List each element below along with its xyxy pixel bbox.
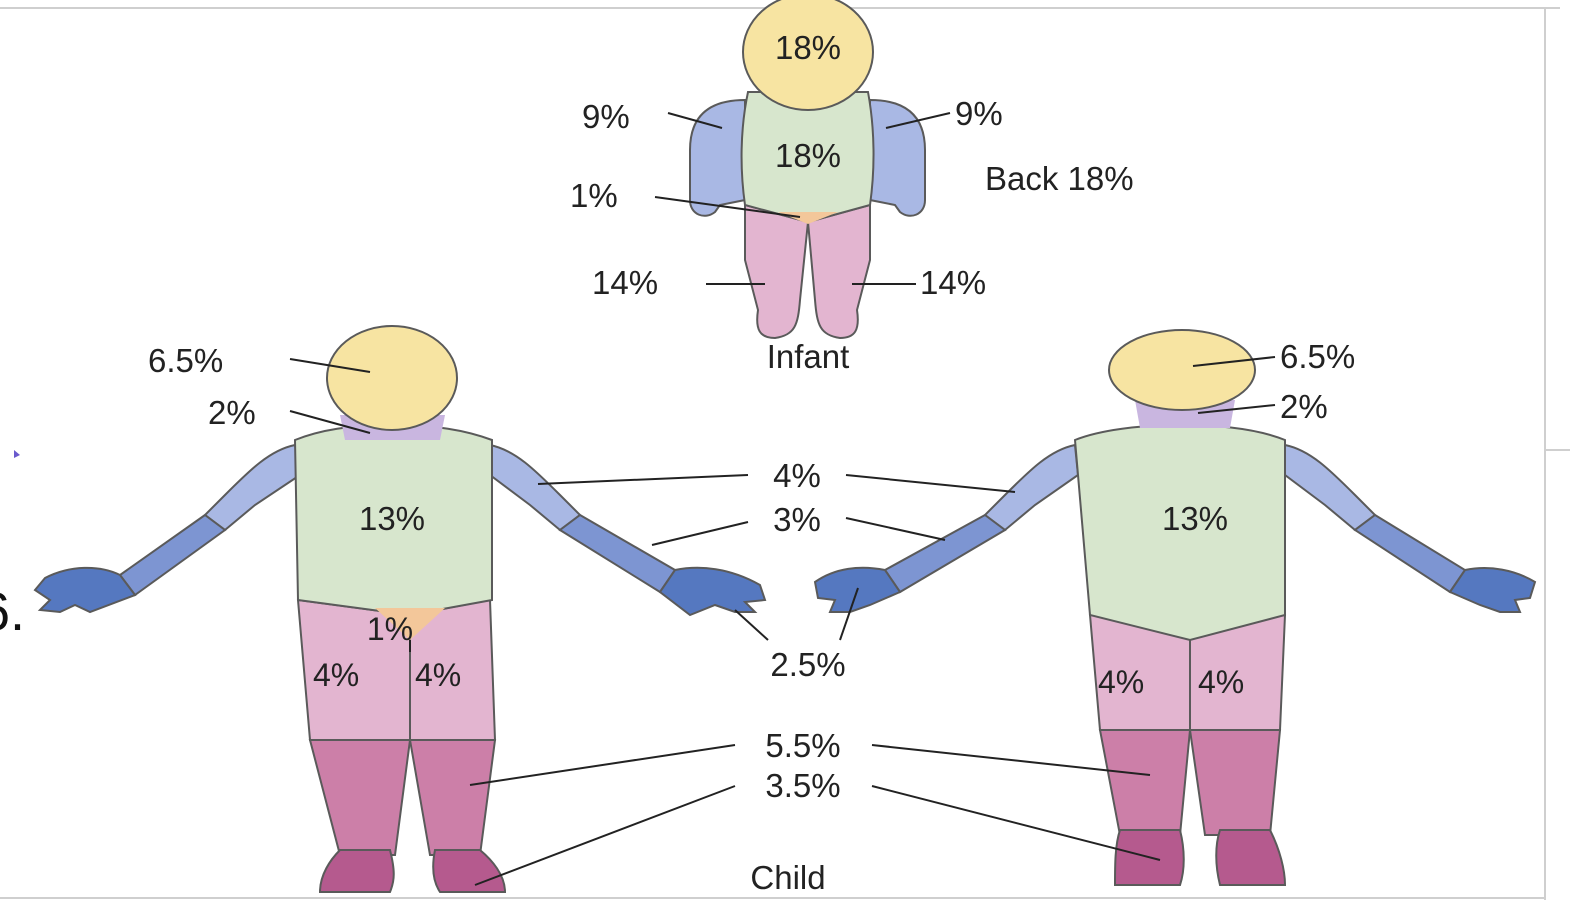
infant-arm-left	[690, 100, 745, 216]
child-back-head-label: 6.5%	[1280, 338, 1355, 375]
child-front-lower-leg-right	[410, 740, 495, 855]
infant-leg-left	[745, 205, 808, 338]
infant-arm-right-label: 9%	[955, 95, 1003, 132]
child-front-upper-arm-left	[205, 445, 300, 530]
child-front-hand-right	[660, 568, 765, 615]
child-back-figure	[815, 330, 1535, 885]
infant-trunk-label: 18%	[775, 137, 841, 174]
child-back-lower-leg-left	[1100, 730, 1190, 835]
child-back-upper-arm-right	[1285, 445, 1375, 530]
infant-head-label: 18%	[775, 29, 841, 66]
edge-arrow-mark	[14, 450, 20, 458]
child-back-trunk-label: 13%	[1162, 500, 1228, 537]
child-front-foot-left	[320, 850, 394, 892]
infant-leg-left-label: 14%	[592, 264, 658, 301]
infant-title: Infant	[767, 338, 850, 375]
child-back-upper-arm-left	[985, 445, 1078, 530]
infant-leg-right-label: 14%	[920, 264, 986, 301]
child-front-lower-leg-left	[310, 740, 410, 855]
infant-back-label: Back 18%	[985, 160, 1134, 197]
child-lower-leg-label: 5.5%	[765, 727, 840, 764]
child-back-lower-leg-right	[1190, 730, 1280, 835]
edge-fragment-text: 6.	[0, 582, 25, 642]
child-hand-label: 2.5%	[770, 646, 845, 683]
child-title: Child	[750, 859, 825, 896]
child-front-neck-label: 2%	[208, 394, 256, 431]
child-back-neck-label: 2%	[1280, 388, 1328, 425]
child-front-thigh-left-label: 4%	[313, 657, 359, 693]
child-back-forearm-right	[1355, 515, 1465, 592]
child-front-head	[327, 326, 457, 430]
child-back-hand-right	[1450, 568, 1535, 612]
child-front-hand-left	[35, 568, 135, 612]
child-foot-label: 3.5%	[765, 767, 840, 804]
child-forearm-label: 3%	[773, 501, 821, 538]
child-front-trunk-label: 13%	[359, 500, 425, 537]
child-back-thigh-left-label: 4%	[1098, 664, 1144, 700]
infant-arm-right	[870, 100, 925, 216]
child-upper-arm-label: 4%	[773, 457, 821, 494]
infant-arm-left-label: 9%	[582, 98, 630, 135]
child-genital-label: 1%	[367, 611, 413, 647]
child-back-head	[1109, 330, 1255, 410]
child-front-head-label: 6.5%	[148, 342, 223, 379]
child-back-foot-right	[1216, 830, 1285, 885]
infant-genital-label: 1%	[570, 177, 618, 214]
child-front-thigh-right-label: 4%	[415, 657, 461, 693]
infant-leg-right	[808, 205, 870, 338]
child-front-forearm-right	[560, 515, 675, 592]
child-front-upper-arm-right	[490, 445, 580, 530]
child-back-thigh-right-label: 4%	[1198, 664, 1244, 700]
child-front-figure	[35, 326, 765, 892]
child-front-foot-right	[433, 850, 505, 892]
child-back-forearm-left	[885, 515, 1005, 592]
child-front-forearm-left	[120, 515, 225, 595]
